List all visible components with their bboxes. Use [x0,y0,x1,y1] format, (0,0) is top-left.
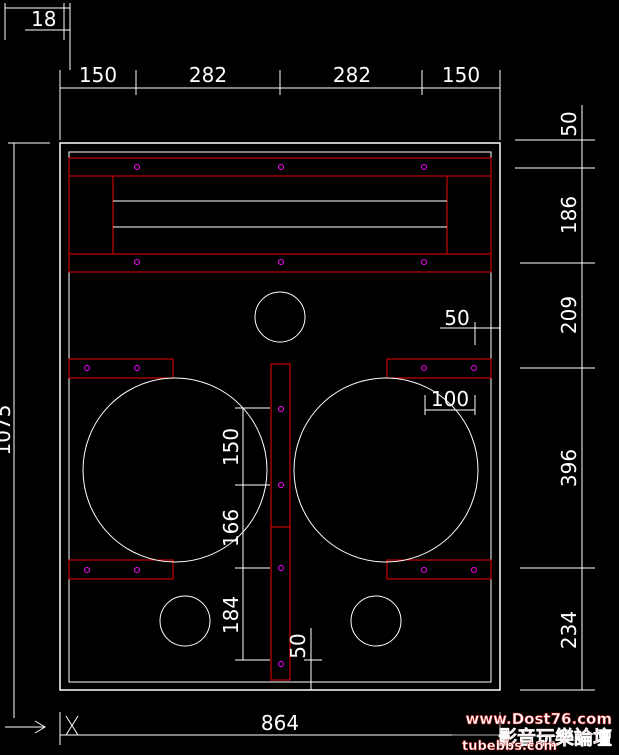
screw-hole [421,259,427,265]
brace-offset-dimension [440,322,500,345]
top-left-offset-label: 18 [31,7,56,31]
strip-height-3-label: 184 [219,596,243,634]
screw-hole [278,259,284,265]
screw-hole [421,164,427,170]
screw-hole [421,567,427,573]
strip-height-2-label: 166 [219,509,243,547]
watermark: www.Dost76.com 影音玩樂論壇 tubebbs.com [452,708,616,754]
screw-hole [134,259,140,265]
center-strip-dimension [235,407,270,661]
right-woofer-cutout [293,377,479,563]
screw-hole [278,661,284,667]
total-width-label: 864 [261,711,299,735]
bottom-offset-dimension [304,628,322,690]
bottom-offset-label: 50 [286,633,310,658]
total-height-dimension [8,142,50,718]
right-height-3-label: 209 [557,296,581,334]
top-width-1-label: 150 [79,63,117,87]
screw-holes [84,164,477,667]
screw-hole [134,365,140,371]
strip-height-1-label: 150 [219,428,243,466]
total-height-label: 1075 [0,405,15,456]
screw-hole [134,567,140,573]
side-cleats [68,358,492,580]
right-height-1-label: 50 [557,111,581,136]
screw-hole [278,406,284,412]
top-width-2-label: 282 [189,63,227,87]
total-width-dimension [59,712,501,745]
screw-hole [278,164,284,170]
right-heights-dimension [515,105,595,691]
screw-hole [471,567,477,573]
left-port-cutout [159,595,211,647]
top-widths-dimension [59,70,501,140]
right-height-5-label: 234 [557,611,581,649]
screw-hole [84,567,90,573]
panel-offset-dimension [424,395,476,415]
ucs-arrow-icon [5,720,46,734]
watermark-chinese: 影音玩樂論壇 [498,726,612,749]
top-left-offset-dimension [4,3,71,70]
center-brace-strip [270,363,291,681]
screw-hole [84,365,90,371]
right-port-cutout [350,595,402,647]
brace-offset-label: 50 [444,306,469,330]
watermark-site: tubebbs.com [462,739,557,754]
tweeter-cutout [254,291,306,343]
screw-hole [278,482,284,488]
top-width-4-label: 150 [442,63,480,87]
panel-offset-label: 100 [431,387,469,411]
top-width-3-label: 282 [333,63,371,87]
screw-hole [421,365,427,371]
top-brace-assembly [68,157,492,273]
left-woofer-cutout [82,377,268,563]
watermark-url: www.Dost76.com [465,710,612,728]
screw-hole [471,365,477,371]
right-height-4-label: 396 [557,449,581,487]
screw-hole [134,164,140,170]
right-height-2-label: 186 [557,196,581,234]
cabinet-outer-frame [59,142,501,691]
screw-hole [278,565,284,571]
cabinet-inner-frame [68,151,492,683]
